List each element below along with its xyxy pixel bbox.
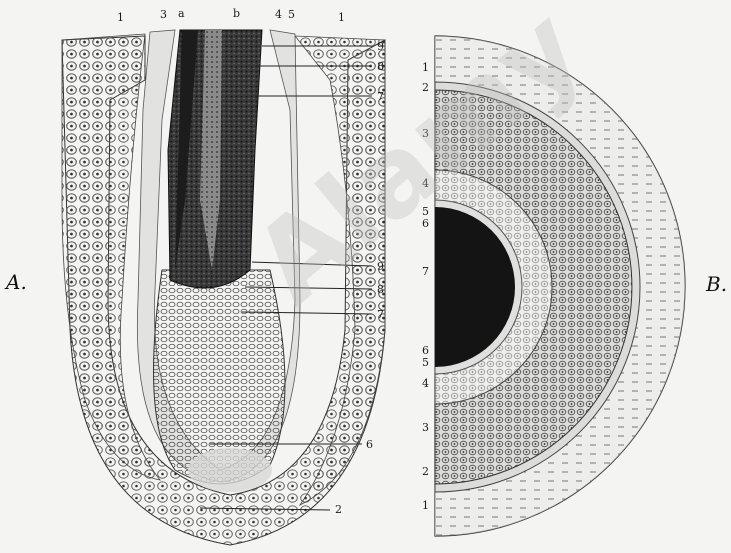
b-layer-label: 4: [422, 178, 429, 189]
a-callout-label: 9: [377, 41, 384, 52]
top-label: 5: [288, 9, 295, 20]
a-callout-label: 9: [377, 261, 384, 272]
outer-tissue-right: [295, 36, 385, 505]
b-layer-label: 6: [422, 345, 429, 356]
a-callout-label: 8: [377, 61, 384, 72]
top-label: 4: [275, 9, 282, 20]
a-callout-label: 2: [335, 504, 342, 515]
top-label: b: [233, 8, 240, 19]
b-layer-label: 7: [422, 266, 429, 277]
a-callout-label: 7: [377, 91, 384, 102]
b-layer-label: 1: [422, 500, 429, 511]
a-callout-label: 7: [377, 309, 384, 320]
top-label: 1: [338, 12, 345, 23]
b-layer-label: 5: [422, 357, 429, 368]
panel-b-label: B.: [706, 272, 727, 296]
panel-a-follicle: [62, 30, 385, 545]
a-callout-label: 8: [377, 284, 384, 295]
b-layer-label: 1: [422, 62, 429, 73]
top-label: 1: [117, 12, 124, 23]
b-layer-label: 5: [422, 206, 429, 217]
panel-a-label: A.: [6, 270, 27, 294]
b-layer-label: 6: [422, 218, 429, 229]
panel-b-cross-section: [435, 36, 685, 536]
b-layer-label: 2: [422, 82, 429, 93]
top-label: 3: [160, 9, 167, 20]
b-layer-label: 3: [422, 128, 429, 139]
b-layer-label: 3: [422, 422, 429, 433]
top-label: a: [178, 8, 185, 19]
b-layer-label: 2: [422, 466, 429, 477]
b-layer-label: 4: [422, 378, 429, 389]
a-callout-label: 6: [366, 439, 373, 450]
dermal-papilla: [188, 448, 272, 492]
